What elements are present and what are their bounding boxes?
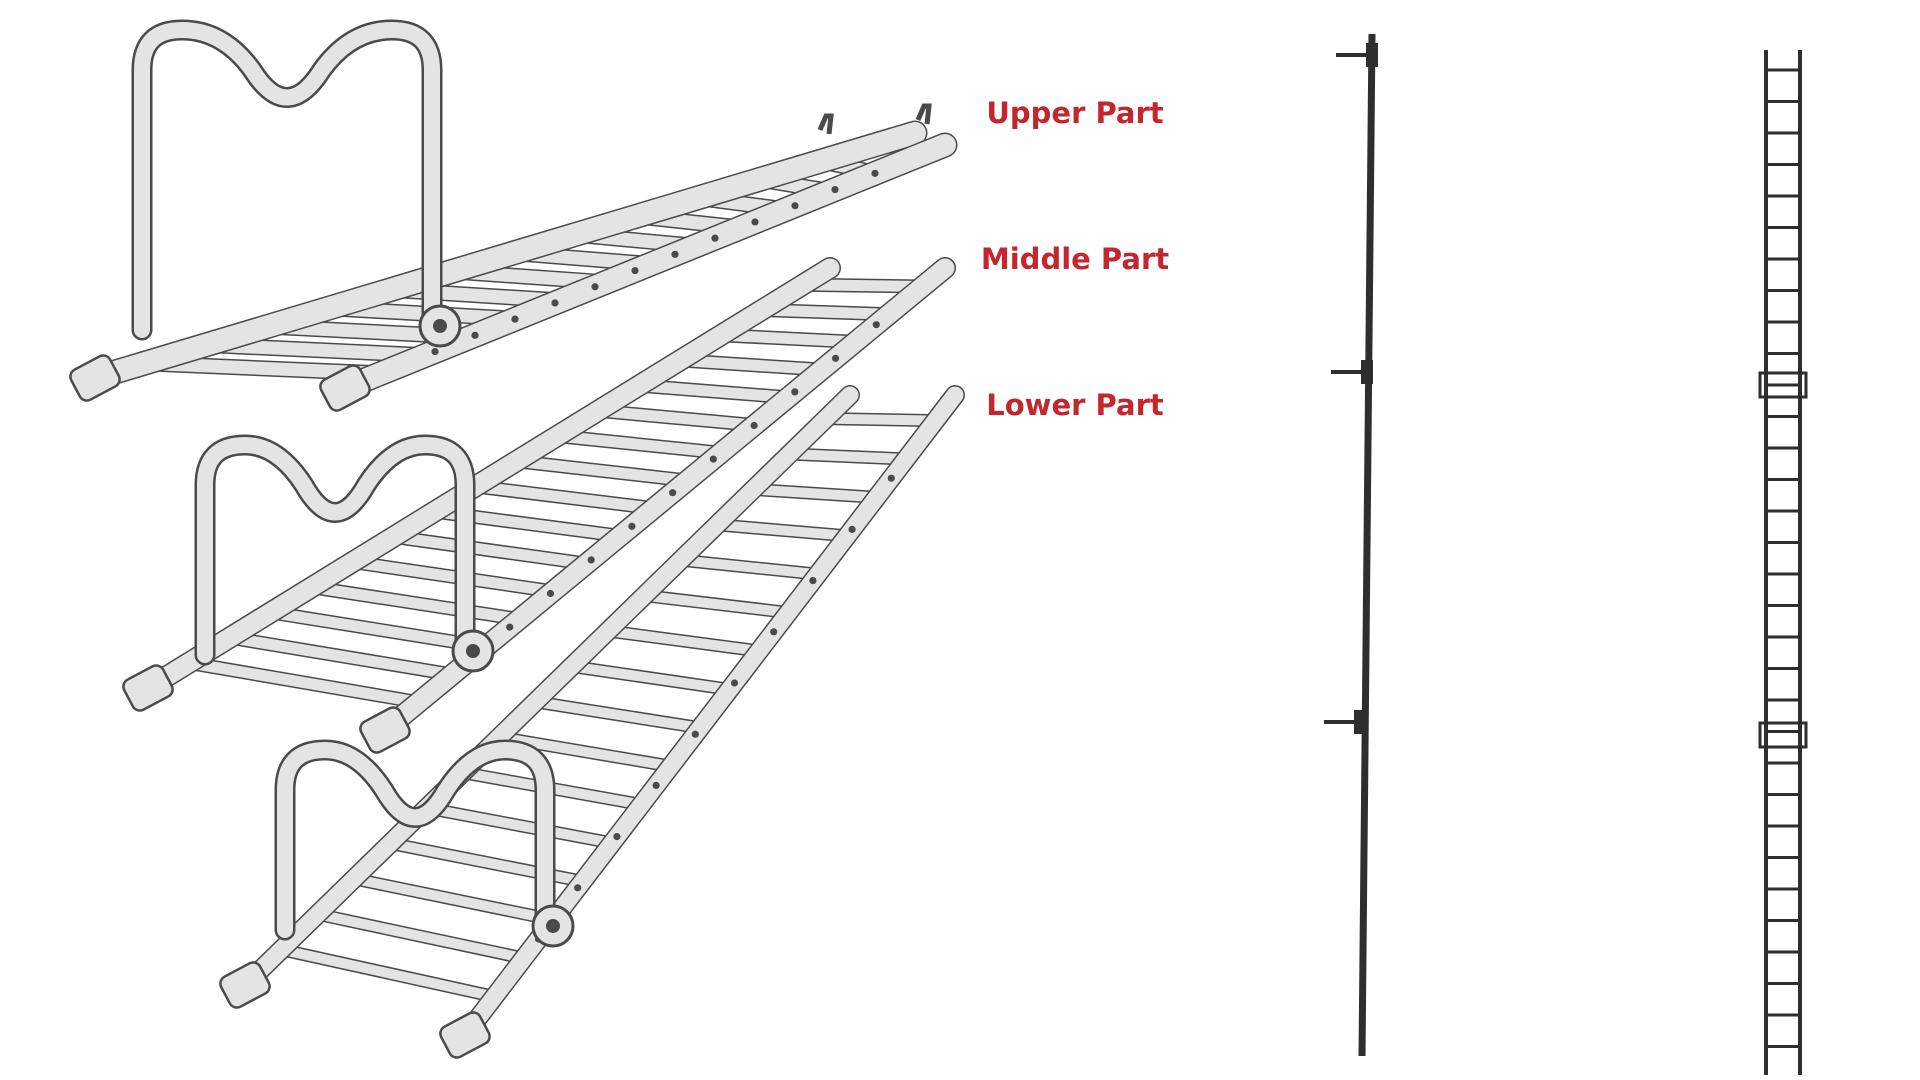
lower-rung — [746, 482, 884, 504]
upper-end-clip — [915, 103, 932, 125]
upper-bolt-hole — [791, 202, 799, 210]
lower-bolt-hole — [691, 730, 699, 738]
middle-bolt-hole — [506, 623, 514, 631]
upper-bolt-hole — [631, 266, 639, 275]
middle-bolt-hole — [587, 556, 595, 564]
middle-part-label: Middle Part — [980, 242, 1170, 276]
upper-part-label: Upper Part — [986, 96, 1164, 130]
upper-bolt-hole — [711, 234, 719, 242]
lower-rung — [274, 943, 501, 1004]
upper-bolt-hole — [551, 299, 559, 307]
middle-rung — [468, 479, 661, 516]
middle-rung — [591, 403, 762, 433]
lower-bolt-hole — [652, 781, 660, 790]
lower-bolt-hole — [770, 628, 778, 636]
middle-rung — [550, 429, 728, 460]
upper-roof-hook — [131, 19, 462, 348]
middle-rung — [509, 454, 695, 488]
middle-bolt-hole — [791, 388, 799, 396]
middle-rung — [304, 580, 527, 627]
lower-roof-hook — [274, 739, 575, 948]
lower-right-rail-end-cap — [439, 1011, 491, 1059]
front-joint — [1758, 371, 1808, 399]
upper-bolt-hole — [591, 283, 599, 291]
middle-rung — [345, 555, 560, 599]
lower-rung — [492, 730, 678, 773]
front-view-ladder — [1758, 50, 1808, 1075]
middle-bolt-hole — [872, 321, 880, 329]
middle-bolt-hole — [628, 522, 636, 530]
side-joint — [1361, 360, 1373, 384]
lower-rung — [347, 872, 560, 927]
front-joint — [1758, 721, 1808, 749]
middle-ladder-section — [122, 257, 956, 754]
upper-bolt-hole — [431, 347, 439, 356]
middle-rung — [222, 630, 460, 682]
lower-rung — [601, 624, 766, 658]
upper-wheel-hub — [433, 319, 447, 333]
lower-rung — [710, 518, 854, 543]
middle-right-rail-end-cap — [359, 706, 411, 754]
middle-left-rail — [137, 257, 841, 699]
middle-bolt-hole — [709, 455, 717, 463]
middle-rung — [263, 605, 493, 654]
lower-rung — [674, 553, 825, 581]
lower-bolt-hole — [730, 679, 739, 687]
side-view-ladder — [1324, 33, 1378, 1057]
upper-bolt-hole — [871, 169, 879, 177]
upper-bolt-hole — [511, 315, 519, 323]
upper-bolt-hole — [471, 331, 479, 339]
upper-right-rail-end-cap — [319, 364, 371, 412]
lower-rung — [311, 907, 531, 965]
middle-bolt-hole — [750, 421, 758, 430]
lower-left-rail — [235, 385, 860, 995]
middle-roof-hook — [194, 434, 495, 673]
lower-rung — [783, 447, 913, 466]
upper-bolt-hole — [831, 185, 839, 194]
lower-bolt-hole — [809, 577, 817, 585]
lower-bolt-hole — [574, 884, 582, 892]
middle-rung — [181, 655, 426, 710]
middle-bolt-hole — [546, 589, 555, 598]
upper-bolt-hole — [671, 250, 679, 258]
lower-wheel-hub — [546, 919, 560, 933]
lower-ladder-section — [219, 385, 965, 1059]
middle-rung — [754, 303, 896, 322]
middle-bolt-hole — [669, 489, 677, 497]
side-rail — [1358, 33, 1376, 1057]
lower-bolt-hole — [613, 833, 621, 841]
middle-rung — [632, 378, 796, 405]
middle-wheel-hub — [466, 644, 480, 658]
lower-left-rail-end-cap — [219, 961, 271, 1009]
upper-bolt-hole — [751, 218, 759, 226]
lower-part-label: Lower Part — [986, 388, 1164, 422]
middle-rung — [672, 353, 829, 377]
middle-bolt-hole — [831, 354, 840, 362]
lower-rung — [819, 412, 942, 428]
middle-left-rail-end-cap — [122, 664, 174, 712]
lower-rung — [565, 659, 737, 696]
side-joint — [1366, 43, 1378, 67]
upper-right-rail — [332, 132, 958, 401]
lower-rung — [528, 695, 707, 735]
upper-end-clip — [817, 113, 834, 135]
upper-left-rail-end-cap — [69, 354, 121, 402]
lower-bolt-hole — [848, 525, 856, 534]
lower-bolt-hole — [887, 474, 895, 482]
lower-rung — [637, 589, 795, 620]
side-joint — [1354, 710, 1366, 734]
upper-ladder-section — [69, 19, 958, 412]
upper-left-rail — [82, 120, 928, 391]
lower-rung — [420, 801, 619, 850]
middle-rung — [386, 529, 594, 571]
middle-rung — [713, 328, 863, 349]
